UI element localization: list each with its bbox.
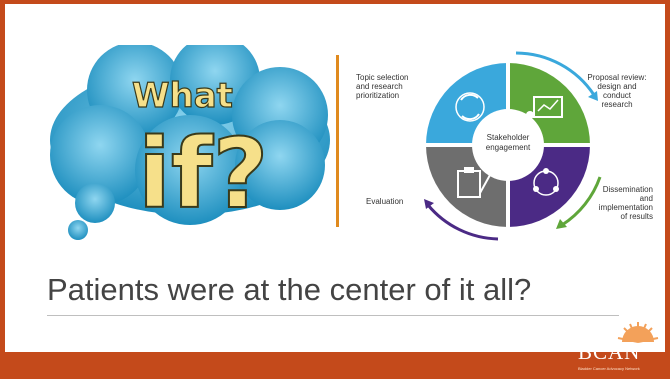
arrow-bottom <box>426 204 499 241</box>
refresh-arrows-icon <box>455 92 485 122</box>
slide-frame-right <box>665 4 670 352</box>
network-cycle-icon <box>533 168 559 196</box>
cycle-graphic <box>422 51 602 241</box>
label-topic-selection: Topic selection and research prioritizat… <box>356 73 409 100</box>
label-evaluation: Evaluation <box>366 197 404 206</box>
bcan-sun-icon <box>617 322 659 343</box>
clipboard-icon <box>457 167 491 198</box>
cloud-shape <box>50 35 330 225</box>
thought-bubble-large <box>75 183 115 223</box>
center-circle <box>472 109 544 181</box>
thought-bubble-small <box>68 220 88 240</box>
stakeholder-cycle-diagram: Topic selection and research prioritizat… <box>348 45 658 245</box>
slide-frame-left <box>0 4 5 352</box>
bcan-logo-text: BCAN <box>578 340 641 364</box>
cloud-what-text: What <box>132 76 233 116</box>
slide-top-bar <box>0 0 670 4</box>
cloud-graphic: What if? <box>50 35 330 240</box>
bcan-logo-tagline: Bladder Cancer Advocacy Network <box>578 366 640 371</box>
cloud-if-text: if? <box>138 118 268 230</box>
label-proposal-review: Proposal review: design and conduct rese… <box>587 73 647 109</box>
headline-underline <box>47 315 619 316</box>
slide-bottom-bar <box>0 352 670 379</box>
label-stakeholder-engagement: Stakeholder engagement <box>485 133 531 152</box>
what-if-cloud: What if? <box>40 35 340 255</box>
vertical-divider <box>336 55 339 227</box>
presentation-board-icon <box>526 96 563 119</box>
slide-headline: Patients were at the center of it all? <box>47 272 532 307</box>
label-dissemination: Dissemination and implementation of resu… <box>598 185 653 221</box>
arrow-top <box>515 51 596 96</box>
arrow-right <box>561 176 602 227</box>
